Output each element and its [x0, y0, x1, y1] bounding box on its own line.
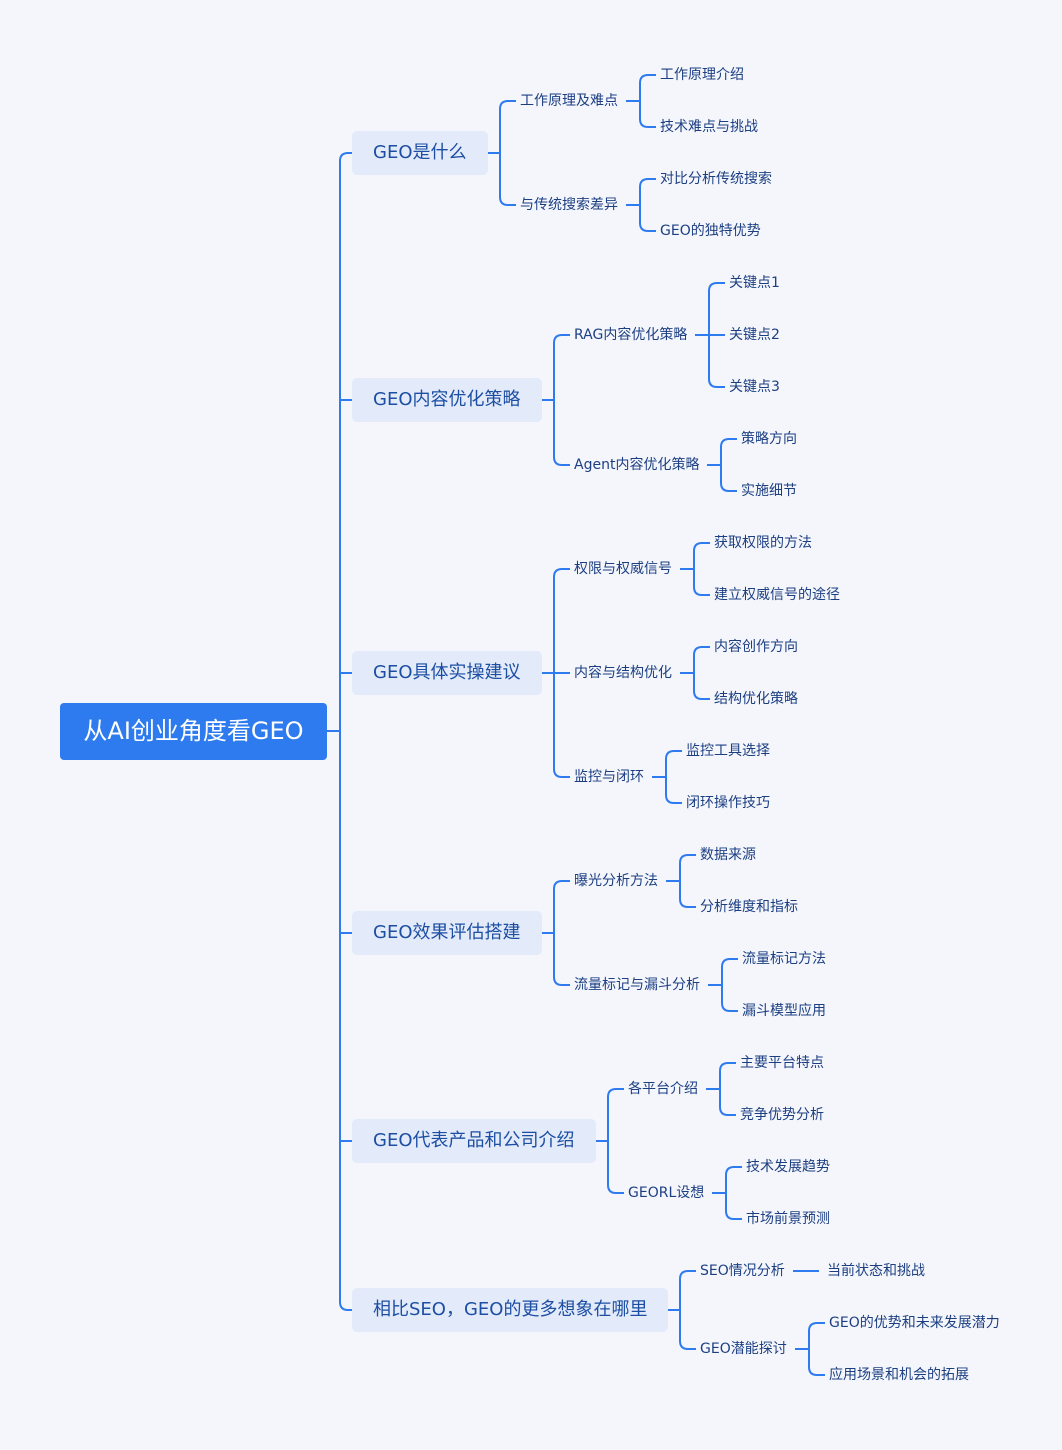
- connector: [553, 976, 570, 986]
- connector: [679, 1270, 696, 1280]
- connector: [553, 768, 570, 778]
- connector: [693, 690, 710, 700]
- branch-node[interactable]: 相比SEO，GEO的更多想象在哪里: [352, 1288, 669, 1332]
- connector: [720, 482, 737, 492]
- connector: [553, 880, 570, 890]
- connector: [808, 1322, 825, 1332]
- connector: [639, 118, 656, 128]
- subtopic-node[interactable]: 权限与权威信号: [574, 561, 672, 577]
- branch-node[interactable]: GEO是什么: [352, 131, 488, 175]
- leaf-node[interactable]: 漏斗模型应用: [742, 1003, 826, 1019]
- connector: [499, 196, 516, 206]
- connector: [553, 334, 570, 344]
- leaf-node[interactable]: 内容创作方向: [714, 639, 798, 655]
- subtopic-node[interactable]: SEO情况分析: [700, 1263, 785, 1279]
- branch-node[interactable]: GEO具体实操建议: [352, 651, 542, 695]
- connector: [607, 1184, 624, 1194]
- leaf-node[interactable]: 数据来源: [700, 847, 756, 863]
- connector: [693, 542, 710, 552]
- connector: [708, 378, 725, 388]
- leaf-node[interactable]: GEO的优势和未来发展潜力: [829, 1315, 1000, 1331]
- connector: [639, 222, 656, 232]
- leaf-node[interactable]: 关键点1: [729, 275, 780, 291]
- connector: [553, 456, 570, 466]
- connector: [679, 898, 696, 908]
- subtopic-node[interactable]: 各平台介绍: [628, 1081, 698, 1097]
- connector: [553, 568, 570, 578]
- connector: [725, 1210, 742, 1220]
- connector: [693, 646, 710, 656]
- leaf-node[interactable]: 应用场景和机会的拓展: [829, 1367, 969, 1383]
- connector: [339, 1301, 352, 1311]
- leaf-node[interactable]: GEO的独特优势: [660, 223, 761, 239]
- connector: [720, 438, 737, 448]
- connector: [499, 100, 516, 110]
- leaf-node[interactable]: 市场前景预测: [746, 1211, 830, 1227]
- connector: [693, 586, 710, 596]
- subtopic-node[interactable]: 曝光分析方法: [574, 873, 658, 889]
- connector: [665, 794, 682, 804]
- connector: [339, 152, 352, 162]
- leaf-node[interactable]: 关键点3: [729, 379, 780, 395]
- connector: [808, 1366, 825, 1376]
- branch-node[interactable]: GEO效果评估搭建: [352, 911, 542, 955]
- branch-node[interactable]: GEO内容优化策略: [352, 378, 542, 422]
- subtopic-node[interactable]: 与传统搜索差异: [520, 197, 618, 213]
- leaf-node[interactable]: 实施细节: [741, 483, 797, 499]
- connector: [679, 1340, 696, 1350]
- subtopic-node[interactable]: 工作原理及难点: [520, 93, 618, 109]
- connector: [639, 178, 656, 188]
- connector: [721, 958, 738, 968]
- connector: [679, 854, 696, 864]
- leaf-node[interactable]: 技术难点与挑战: [660, 119, 758, 135]
- subtopic-node[interactable]: Agent内容优化策略: [574, 457, 700, 473]
- leaf-node[interactable]: 技术发展趋势: [746, 1159, 830, 1175]
- subtopic-node[interactable]: RAG内容优化策略: [574, 327, 688, 343]
- connector: [721, 1002, 738, 1012]
- connector: [639, 74, 656, 84]
- connector: [719, 1106, 736, 1116]
- branch-node[interactable]: GEO代表产品和公司介绍: [352, 1119, 596, 1163]
- leaf-node[interactable]: 建立权威信号的途径: [714, 587, 840, 603]
- leaf-node[interactable]: 竞争优势分析: [740, 1107, 824, 1123]
- leaf-node[interactable]: 主要平台特点: [740, 1055, 824, 1071]
- subtopic-node[interactable]: 监控与闭环: [574, 769, 644, 785]
- connector: [719, 1062, 736, 1072]
- leaf-node[interactable]: 对比分析传统搜索: [660, 171, 772, 187]
- connector: [665, 750, 682, 760]
- subtopic-node[interactable]: GEO潜能探讨: [700, 1341, 787, 1357]
- leaf-node[interactable]: 结构优化策略: [714, 691, 798, 707]
- leaf-node[interactable]: 关键点2: [729, 327, 780, 343]
- root-node[interactable]: 从AI创业角度看GEO: [60, 703, 327, 760]
- subtopic-node[interactable]: 内容与结构优化: [574, 665, 672, 681]
- leaf-node[interactable]: 当前状态和挑战: [827, 1263, 925, 1279]
- connector: [708, 282, 725, 292]
- subtopic-node[interactable]: 流量标记与漏斗分析: [574, 977, 700, 993]
- subtopic-node[interactable]: GEORL设想: [628, 1185, 705, 1201]
- leaf-node[interactable]: 获取权限的方法: [714, 535, 812, 551]
- leaf-node[interactable]: 工作原理介绍: [660, 67, 744, 83]
- connector: [607, 1088, 624, 1098]
- leaf-node[interactable]: 监控工具选择: [686, 743, 770, 759]
- leaf-node[interactable]: 闭环操作技巧: [686, 795, 770, 811]
- leaf-node[interactable]: 流量标记方法: [742, 951, 826, 967]
- leaf-node[interactable]: 策略方向: [741, 431, 797, 447]
- leaf-node[interactable]: 分析维度和指标: [700, 899, 798, 915]
- connector: [725, 1166, 742, 1176]
